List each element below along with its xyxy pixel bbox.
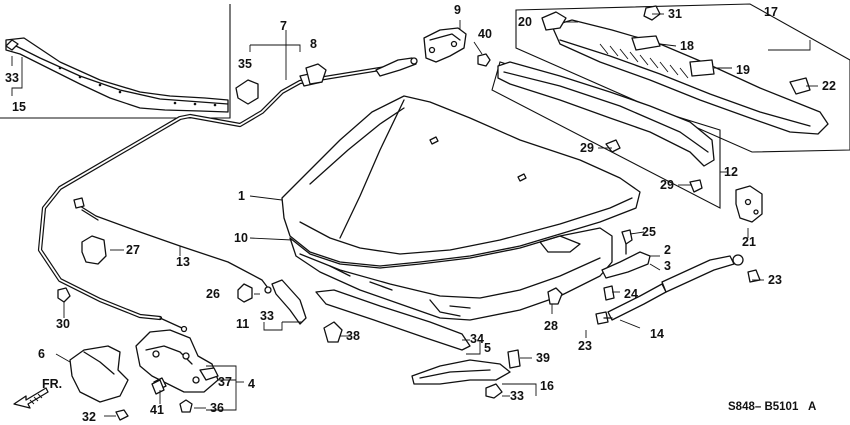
callout-30: 30 — [56, 317, 70, 331]
leader-lines — [55, 13, 818, 417]
callout-36: 36 — [210, 401, 224, 415]
callout-39: 39 — [536, 351, 550, 365]
callout-35: 35 — [238, 57, 252, 71]
diagram-code: S848– B5101 — [728, 401, 799, 413]
strut-mount-parts — [601, 229, 651, 301]
callout-13: 13 — [176, 255, 190, 269]
inset-clip-part — [5, 39, 19, 51]
callout-10: 10 — [234, 231, 248, 245]
callout-27: 27 — [126, 243, 140, 257]
hood-panel — [281, 95, 641, 267]
callout-41: 41 — [150, 403, 164, 417]
callout-numbers: 1 2 3 4 5 6 7 8 9 10 11 12 13 14 16 17 1… — [38, 3, 836, 424]
callout-32: 32 — [82, 410, 96, 424]
callout-11: 11 — [236, 317, 249, 331]
callout-33-lower: 33 — [510, 389, 524, 403]
cowl-top-group — [515, 3, 850, 153]
callout-33-middle: 33 — [260, 309, 274, 323]
callout-15: 15 — [12, 100, 26, 114]
callout-7: 7 — [280, 19, 287, 33]
callout-28: 28 — [544, 319, 558, 333]
hood-insulator — [289, 227, 613, 321]
callout-16: 16 — [540, 379, 554, 393]
callout-37: 37 — [218, 375, 232, 389]
hood-support-strut — [595, 254, 761, 325]
callout-12: 12 — [724, 165, 738, 179]
callout-17: 17 — [764, 5, 778, 19]
callout-25: 25 — [642, 225, 656, 239]
diagram-code-suffix: A — [808, 401, 816, 413]
small-fasteners — [57, 63, 563, 399]
callout-31: 31 — [668, 7, 682, 21]
callout-8: 8 — [310, 37, 317, 51]
callout-23-right: 23 — [768, 273, 782, 287]
callout-23-lower: 23 — [578, 339, 592, 353]
callout-21: 21 — [742, 235, 756, 249]
callout-24: 24 — [624, 287, 638, 301]
callout-6: 6 — [38, 347, 45, 361]
callout-9: 9 — [454, 3, 461, 17]
front-direction-arrow: FR. — [13, 377, 62, 409]
callout-1: 1 — [238, 189, 245, 203]
hood-latch — [135, 329, 219, 413]
callout-29-lower: 29 — [660, 178, 674, 192]
front-label: FR. — [42, 377, 62, 391]
callout-14: 14 — [650, 327, 664, 341]
callout-26: 26 — [206, 287, 220, 301]
diagram-reference: S848– B5101 A — [728, 401, 816, 413]
callout-20: 20 — [518, 15, 532, 29]
inset-panel: 33 15 — [0, 4, 231, 119]
latch-cover — [69, 345, 129, 421]
callout-3: 3 — [664, 259, 671, 273]
callout-33-inset: 33 — [5, 71, 19, 85]
callout-38: 38 — [346, 329, 360, 343]
callout-5: 5 — [484, 341, 491, 355]
callout-4: 4 — [248, 377, 255, 391]
cowl-seal-group — [491, 61, 721, 209]
hood-hinge — [423, 27, 491, 67]
inset-weatherstrip-part — [5, 37, 229, 113]
callout-2: 2 — [664, 243, 671, 257]
callout-19: 19 — [736, 63, 750, 77]
callout-34: 34 — [470, 332, 484, 346]
callout-18: 18 — [680, 39, 694, 53]
hood-stay-bracket — [735, 185, 763, 223]
seal-parts — [271, 279, 511, 385]
callout-29-upper: 29 — [580, 141, 594, 155]
callout-22: 22 — [822, 79, 836, 93]
callout-40: 40 — [478, 27, 492, 41]
